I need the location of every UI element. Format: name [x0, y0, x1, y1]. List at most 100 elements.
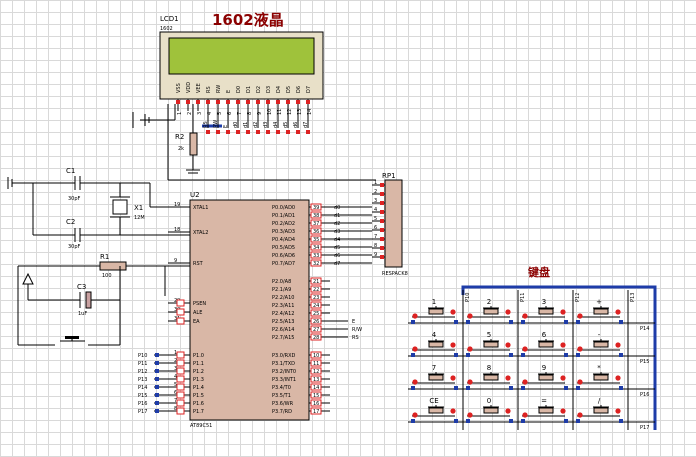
- x1-value: 12M: [134, 215, 145, 221]
- mcu-net-label: d6: [334, 253, 340, 259]
- mcu-pin-marker: [310, 309, 322, 317]
- keypad-key[interactable]: 9: [521, 364, 568, 390]
- lcd-pin-marker: [206, 100, 210, 104]
- keypad-key[interactable]: 8: [466, 364, 513, 390]
- mcu-pin-number: 37: [313, 221, 319, 227]
- capacitor-c3[interactable]: C3 1uF: [77, 283, 87, 317]
- rp1-pin-number: 1: [374, 180, 377, 186]
- rp1-pin-number: 6: [374, 225, 377, 231]
- keypad-key[interactable]: CE: [411, 397, 458, 423]
- rp1-pin-marker: [380, 210, 384, 214]
- port1-net-label: P14: [138, 385, 147, 391]
- mcu-pin-name: P1.2: [193, 369, 204, 375]
- lcd-wire-marker: [206, 130, 210, 134]
- mcu-pin-number: 4: [174, 374, 177, 380]
- lcd-pin-label: VDD: [186, 82, 192, 93]
- net-marker: [155, 369, 159, 373]
- lcd-pin-label: D0: [236, 86, 242, 93]
- keypad-key[interactable]: 2: [466, 298, 513, 324]
- mcu-net-label: d4: [334, 237, 340, 243]
- keypad-key[interactable]: =: [521, 397, 568, 423]
- keypad-key[interactable]: 1: [411, 298, 458, 324]
- rp1-pin-marker: [380, 183, 384, 187]
- mcu-net-label: d3: [334, 229, 340, 235]
- keypad-row-net: P16: [640, 392, 649, 398]
- lcd-pin-marker: [236, 100, 240, 104]
- rp1-pin-number: 4: [374, 207, 377, 213]
- mcu-pin-name: XTAL2: [193, 230, 208, 236]
- lcd-pin-label: RS: [206, 86, 212, 93]
- net-marker: [155, 353, 159, 357]
- lcd-pin-number: 3: [197, 112, 203, 115]
- lcd-pin-number: 1: [177, 112, 183, 115]
- mcu-pin-name: XTAL1: [193, 205, 208, 211]
- mcu-pin-name: P1.3: [193, 377, 204, 383]
- mcu-pin-name: P1.7: [193, 409, 204, 415]
- lcd-wire-marker: [216, 130, 220, 134]
- mcu-pin-name: P3.6/WR: [272, 401, 294, 407]
- lcd-pin-label: D3: [266, 86, 272, 93]
- mcu-net-label: E: [352, 319, 355, 325]
- keypad-key-label: +: [596, 298, 602, 306]
- net-marker: [155, 361, 159, 365]
- keypad-key[interactable]: +: [576, 298, 623, 324]
- lcd-pin-marker: [256, 100, 260, 104]
- mcu-pin-name: P2.6/A14: [272, 327, 294, 333]
- port1-net-label: P10: [138, 353, 147, 359]
- mcu-pin-marker: [310, 285, 322, 293]
- mcu-pin-marker: [310, 227, 322, 235]
- lcd-pin-number: 14: [307, 109, 313, 115]
- mcu-pin-name: P0.5/AD5: [272, 245, 295, 251]
- port1-net-label: P15: [138, 393, 147, 399]
- mcu-pin-marker: [176, 391, 185, 399]
- mcu-pin-name: P2.5/A13: [272, 319, 294, 325]
- keypad-key[interactable]: -: [576, 331, 623, 357]
- resistor-r2[interactable]: R2 2k: [175, 104, 200, 174]
- mcu-pin-marker: [176, 383, 185, 391]
- port1-net-label: P13: [138, 377, 147, 383]
- r2-value: 2k: [178, 146, 184, 152]
- lcd-pin-label: VSS: [176, 83, 182, 93]
- keypad-key[interactable]: 6: [521, 331, 568, 357]
- keypad-col-net: P10: [465, 293, 471, 302]
- mcu-pin-name: P3.4/T0: [272, 385, 291, 391]
- crystal-x1[interactable]: X1 12M: [134, 204, 145, 221]
- keypad-key[interactable]: 4: [411, 331, 458, 357]
- keypad-key[interactable]: 7: [411, 364, 458, 390]
- mcu-pin-number: 39: [313, 205, 319, 211]
- mcu-pin-marker: [310, 219, 322, 227]
- keypad-key[interactable]: 0: [466, 397, 513, 423]
- keypad-key[interactable]: 3: [521, 298, 568, 324]
- capacitor-c2[interactable]: C2 30pF: [66, 218, 81, 250]
- mcu-net-label: R/W: [352, 327, 362, 333]
- keypad-key[interactable]: *: [576, 364, 623, 390]
- mcu-pin-number: 16: [313, 401, 319, 407]
- rp1-pin-marker: [380, 237, 384, 241]
- mcu-pin-number: 17: [313, 409, 319, 415]
- lcd-pin-label: E: [226, 90, 232, 93]
- mcu-pin-number: 6: [174, 390, 177, 396]
- mcu-pin-marker: [310, 407, 322, 415]
- mcu-u2[interactable]: U2 AT89C51 19XTAL118XTAL29RST29PSEN30ALE…: [168, 191, 372, 429]
- mcu-pin-number: 25: [313, 311, 319, 317]
- r1-ref: R1: [100, 253, 109, 261]
- lcd-module[interactable]: LCD1 1602 1602液晶 VSS1VDD2VEE3RS4RW5E6D07…: [159, 11, 324, 115]
- keypad-key[interactable]: /: [576, 397, 623, 423]
- keypad-key[interactable]: 5: [466, 331, 513, 357]
- mcu-pin-number: 22: [313, 287, 319, 293]
- lcd-ref: LCD1: [160, 15, 179, 23]
- capacitor-c1[interactable]: C1 30pF: [66, 167, 81, 202]
- resistor-r1[interactable]: R1 100: [100, 253, 112, 279]
- mcu-pin-marker: [310, 235, 322, 243]
- net-marker: [155, 401, 159, 405]
- mcu-pin-name: P1.0: [193, 353, 204, 359]
- lcd-pin-marker: [186, 100, 190, 104]
- rp1-pin-marker: [380, 192, 384, 196]
- mcu-pin-number: 38: [313, 213, 319, 219]
- mcu-pin-name: PSEN: [193, 301, 206, 307]
